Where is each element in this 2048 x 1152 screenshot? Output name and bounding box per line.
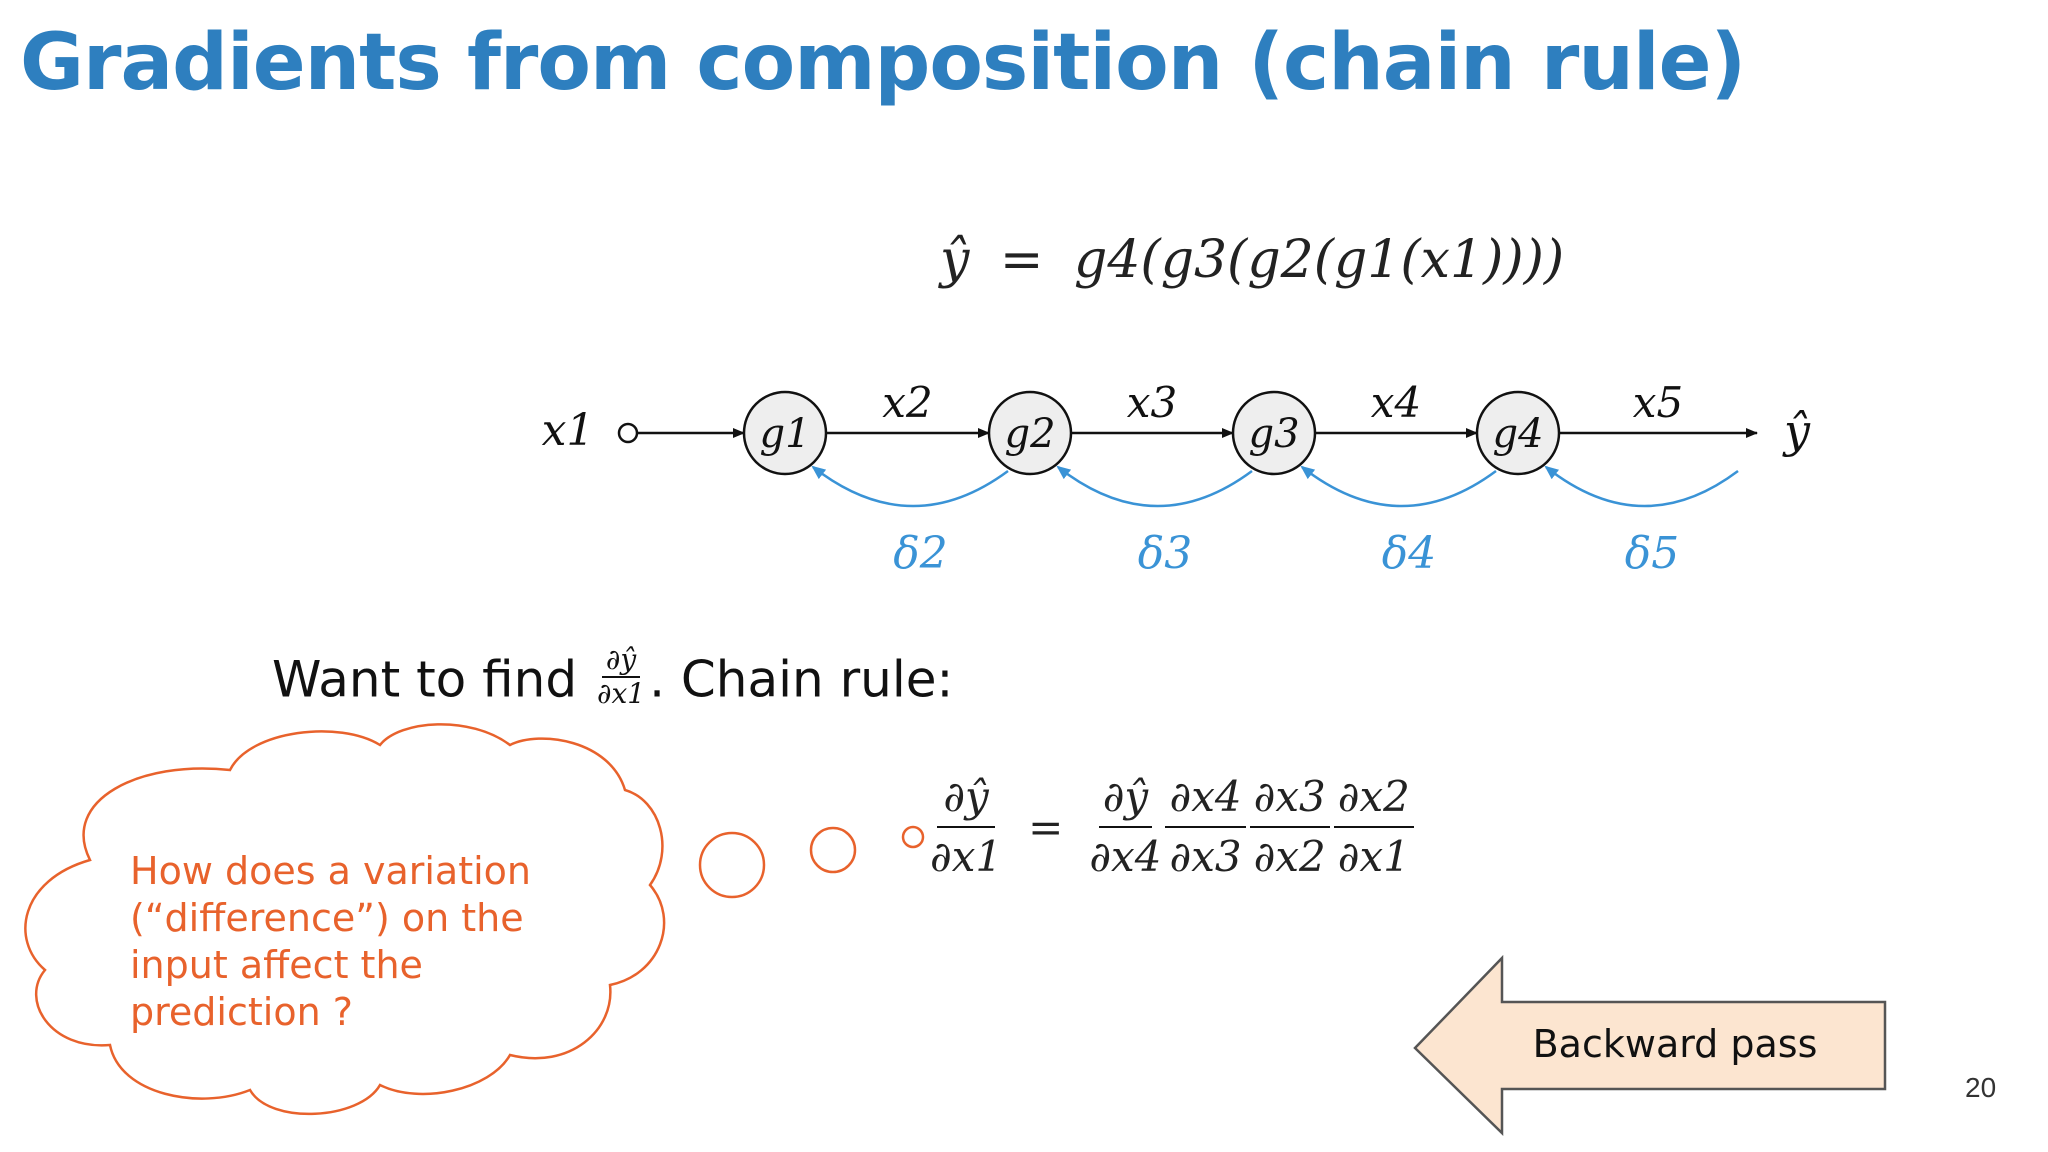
want-fraction: ∂ŷ ∂x1 (597, 644, 645, 710)
chain-factors: ∂ŷ∂x4∂x4∂x3∂x3∂x2∂x2∂x1 (1089, 768, 1414, 886)
chain-factor-den: ∂x4 (1089, 832, 1162, 881)
chain-factor-3: ∂x3∂x2 (1249, 768, 1330, 886)
chain-factor-num: ∂x3 (1249, 768, 1330, 828)
chain-factor-den: ∂x1 (1337, 832, 1410, 881)
edge-label-x5: x5 (1633, 378, 1683, 427)
chain-factor-num: ∂x4 (1165, 768, 1246, 828)
chain-rule-equation: ∂ŷ ∂x1 = ∂ŷ∂x4∂x4∂x3∂x3∂x2∂x2∂x1 (930, 768, 1414, 886)
node-g1 (742, 390, 828, 476)
backward-arc-4 (1300, 465, 1497, 508)
chain-factor-num: ∂ŷ (1098, 768, 1153, 828)
bubble-small (901, 825, 925, 849)
node-g4 (1475, 390, 1561, 476)
equation-rhs: g4(g3(g2(g1(x1)))) (1074, 230, 1565, 290)
chain-factor-4: ∂x2∂x1 (1333, 768, 1414, 886)
want-to-find-line: Want to find ∂ŷ ∂x1 . Chain rule: (272, 644, 954, 716)
backward-arc-3 (1056, 465, 1253, 508)
thought-bubble (24, 723, 925, 1115)
backward-arc-5 (1544, 465, 1739, 508)
node-label-g2: g2 (1004, 411, 1055, 457)
chain-lhs-num: ∂ŷ (937, 768, 995, 828)
node-label-g4: g4 (1492, 411, 1543, 457)
cloud-shape (24, 723, 666, 1115)
bubble-medium (809, 826, 857, 874)
chain-factor-num: ∂x2 (1333, 768, 1414, 828)
delta-label-3: δ3 (1138, 528, 1192, 579)
node-label-g1: g1 (759, 411, 810, 457)
equation-lhs: ŷ (940, 230, 970, 290)
edge-label-x4: x4 (1371, 378, 1421, 427)
slide-title: Gradients from composition (chain rule) (20, 18, 1746, 108)
delta-label-2: δ2 (893, 528, 947, 579)
chain-equals: = (1028, 802, 1064, 852)
want-prefix: Want to find (272, 650, 578, 709)
bubble-large (698, 831, 766, 899)
chain-lhs-den: ∂x1 (930, 832, 1003, 881)
chain-factor-2: ∂x4∂x3 (1165, 768, 1246, 886)
backward-arrow-shape (1413, 954, 1887, 1136)
backward-pass-label: Backward pass (1532, 1022, 1818, 1066)
chain-factor-den: ∂x3 (1169, 832, 1242, 881)
chain-lhs: ∂ŷ ∂x1 (930, 768, 1002, 886)
delta-label-4: δ4 (1382, 528, 1436, 579)
backward-arc-2 (811, 465, 1009, 508)
want-frac-num: ∂ŷ (601, 644, 641, 678)
chain-factor-1: ∂ŷ∂x4 (1089, 768, 1161, 886)
want-suffix: . Chain rule: (649, 650, 954, 709)
input-node (617, 422, 639, 444)
edge-label-x3: x3 (1127, 378, 1177, 427)
equation-equals: = (999, 230, 1044, 290)
node-g2 (987, 390, 1073, 476)
chain-factor-den: ∂x2 (1253, 832, 1326, 881)
page-number: 20 (1965, 1072, 1997, 1103)
node-g3 (1231, 390, 1317, 476)
node-label-g3: g3 (1248, 411, 1299, 457)
input-label: x1 (542, 405, 595, 456)
thought-bubble-text: How does a variation (“difference”) on t… (130, 849, 532, 1034)
output-label: ŷ (1782, 404, 1811, 458)
composition-equation: ŷ = g4(g3(g2(g1(x1)))) (940, 230, 1564, 290)
want-frac-den: ∂x1 (596, 677, 646, 710)
delta-label-5: δ5 (1625, 528, 1679, 579)
edge-label-x2: x2 (882, 378, 932, 427)
